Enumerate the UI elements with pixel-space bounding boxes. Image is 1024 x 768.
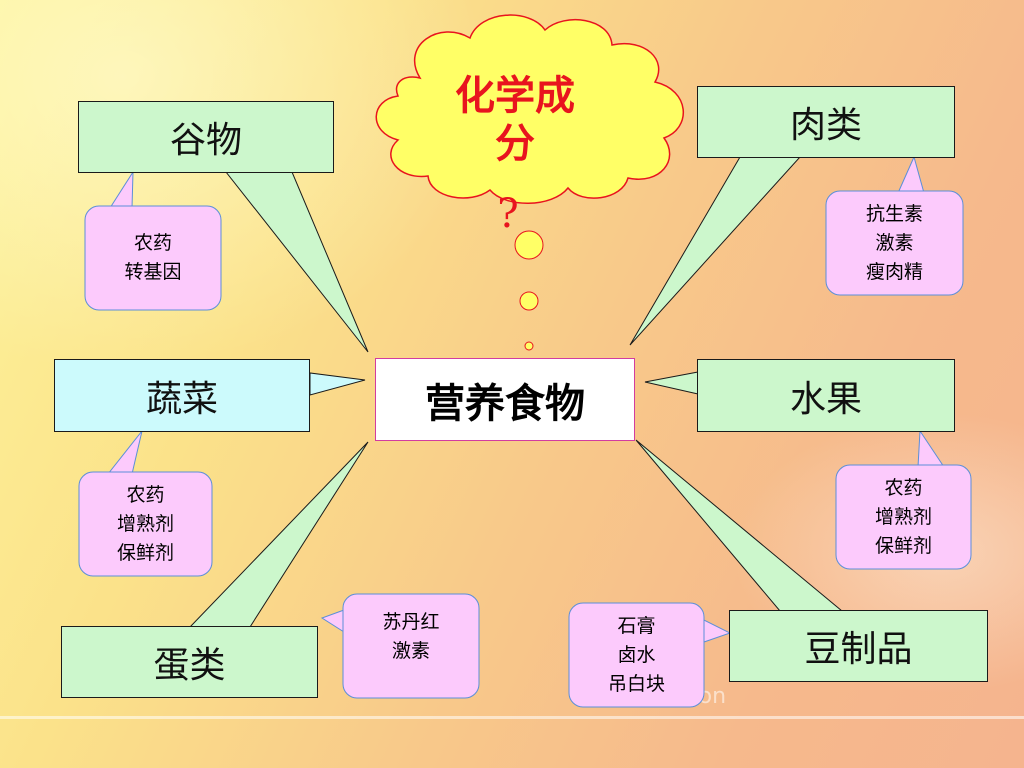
thought-cloud: [375, 14, 685, 204]
vegetable-note: 农药 增熟剂 保鲜剂: [79, 472, 212, 576]
grain-note-line: 转基因: [124, 261, 182, 283]
vegetable-note-line: 农药: [126, 483, 165, 506]
meat-note: 抗生素 激素 瘦肉精: [826, 191, 963, 295]
vegetable-note-tail: [106, 430, 143, 475]
soy-note-tail: [703, 619, 732, 643]
meat-pointer: [629, 156, 802, 346]
egg-note-line: 苏丹红: [382, 611, 440, 633]
vegetable-pointer: [309, 372, 366, 396]
category-egg: 蛋类: [61, 626, 318, 698]
meat-note-line: 瘦肉精: [865, 260, 923, 283]
grain-note-line: 农药: [133, 232, 172, 254]
vegetable-note-line: 增熟剂: [116, 512, 174, 535]
thought-bubble-small: [524, 341, 534, 351]
thought-title: 化学成分: [455, 73, 575, 167]
egg-note-tail: [320, 609, 345, 633]
soy-note-line: 吊白块: [607, 672, 665, 695]
grain-pointer: [224, 171, 369, 353]
center-topic: 营养食物: [375, 358, 635, 441]
egg-pointer: [188, 441, 369, 628]
category-fruit: 水果: [697, 359, 955, 432]
vegetable-note-line: 保鲜剂: [116, 541, 174, 564]
category-grain: 谷物: [78, 101, 334, 173]
egg-note-shape: [342, 593, 480, 699]
fruit-note-shape: [835, 464, 972, 570]
grain-note: 农药 转基因: [85, 206, 221, 310]
category-meat: 肉类: [697, 86, 955, 158]
fruit-note-tail: [917, 429, 945, 468]
soy-note: 石膏 卤水 吊白块: [569, 603, 704, 707]
meat-note-shape: [825, 190, 964, 296]
egg-note-line: 激素: [391, 640, 430, 662]
fruit-note-line: 保鲜剂: [874, 534, 932, 557]
fruit-pointer: [644, 371, 699, 395]
meat-note-line: 激素: [875, 231, 914, 254]
soy-note-line: 卤水: [617, 643, 656, 666]
meat-note-tail: [897, 155, 925, 194]
fruit-note-line: 农药: [884, 476, 923, 499]
vegetable-note-shape: [78, 471, 213, 577]
soy-pointer: [635, 439, 844, 612]
fruit-note: 农药 增熟剂 保鲜剂: [836, 465, 971, 569]
egg-note: 苏丹红 激素: [343, 594, 479, 698]
thought-bubble-large: [514, 230, 544, 260]
background-band: [0, 716, 1024, 719]
soy-note-shape: [568, 602, 705, 708]
soy-note-line: 石膏: [617, 614, 656, 637]
thought-bubble-medium: [519, 291, 539, 311]
grain-note-tail: [109, 170, 134, 209]
category-vegetable: 蔬菜: [54, 359, 310, 432]
fruit-note-line: 增熟剂: [874, 505, 932, 528]
category-soy: 豆制品: [729, 610, 988, 682]
question-mark: ?: [497, 191, 519, 237]
grain-note-shape: [84, 205, 222, 311]
meat-note-line: 抗生素: [865, 202, 923, 225]
